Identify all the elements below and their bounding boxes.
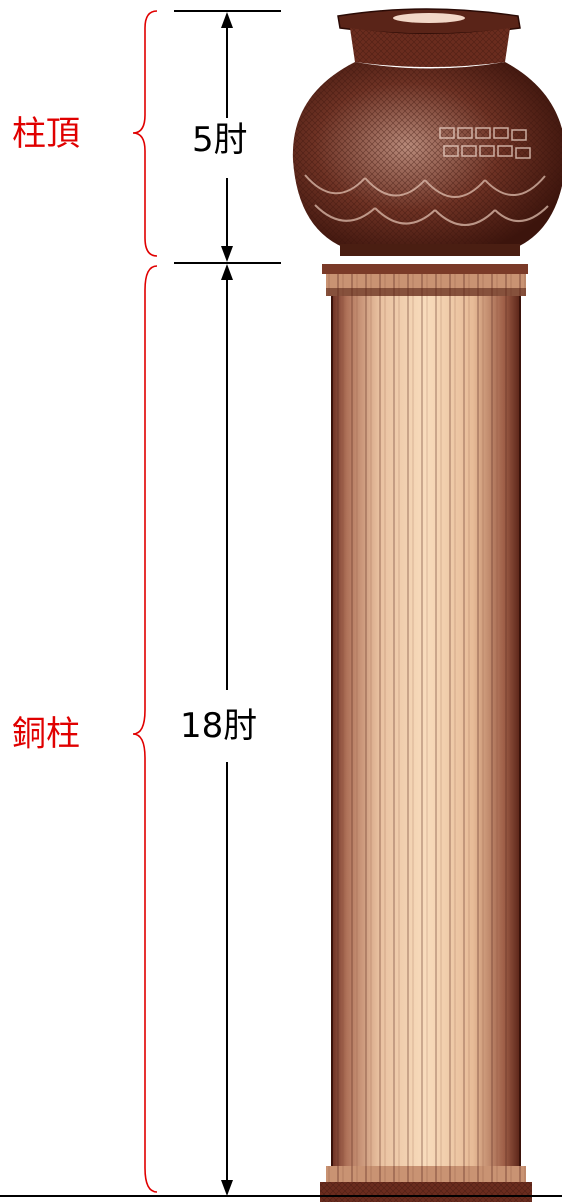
capital-height-label: 5肘 (192, 120, 248, 160)
pillar-brace (132, 265, 158, 1193)
pillar-arrow-down (221, 1180, 233, 1196)
capital-label: 柱頂 (12, 114, 80, 154)
pillar-label: 銅柱 (12, 714, 80, 754)
dimension-lines (0, 10, 562, 1197)
pillar-shaft (331, 296, 521, 1168)
capital-brace (132, 10, 158, 257)
braces (132, 10, 158, 1193)
capital-garlands (304, 174, 549, 226)
capital-lattice-band (439, 127, 531, 159)
pillar-height-label: 18肘 (180, 706, 258, 746)
pillar-illustration (292, 8, 562, 1202)
shaft-top-collar (322, 264, 528, 296)
capital-arrow-down (221, 246, 233, 262)
pillar-arrow-up (221, 264, 233, 280)
capital-bowl (292, 8, 562, 256)
capital-arrow-up (221, 12, 233, 28)
